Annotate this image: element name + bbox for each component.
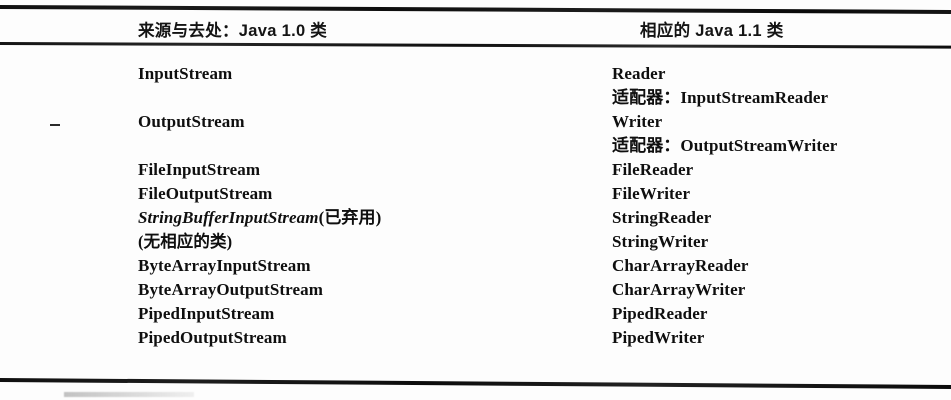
scan-artifact-dash	[50, 124, 60, 126]
java11-cell: Writer	[612, 112, 663, 131]
table-header-row: 来源与去处：Java 1.0 类 相应的 Java 1.1 类	[0, 14, 951, 42]
java10-cell: ByteArrayOutputStream	[138, 280, 323, 299]
java10-cell: OutputStream	[138, 112, 245, 131]
java10-cell	[138, 86, 568, 110]
column-header-java10: 来源与去处：Java 1.0 类	[138, 22, 328, 40]
java11-cell: PipedReader	[612, 304, 708, 323]
java11-cell: PipedWriter	[612, 328, 705, 347]
java10-cell: FileInputStream	[138, 160, 261, 179]
table-column-java10: InputStream OutputStream FileInputStream…	[138, 62, 568, 350]
java11-cell: Reader	[612, 64, 666, 83]
java10-cell: InputStream	[138, 64, 233, 83]
java10-cell: ByteArrayInputStream	[138, 256, 311, 275]
scan-artifact-speckle	[64, 392, 194, 397]
java11-cell: 适配器：InputStreamReader	[612, 88, 829, 107]
java10-cell: StringBufferInputStream(已弃用)	[138, 208, 382, 227]
table-top-rule	[0, 5, 951, 14]
java10-cell: PipedOutputStream	[138, 328, 287, 347]
java11-cell: FileReader	[612, 160, 694, 179]
java11-cell: StringWriter	[612, 232, 709, 251]
java11-cell: FileWriter	[612, 184, 691, 203]
column-header-java11: 相应的 Java 1.1 类	[640, 22, 784, 40]
java11-cell: StringReader	[612, 208, 712, 227]
java10-cell: PipedInputStream	[138, 304, 275, 323]
java11-cell: CharArrayReader	[612, 256, 749, 275]
java10-cell	[138, 134, 568, 158]
java11-cell: 适配器：OutputStreamWriter	[612, 136, 838, 155]
table-header-rule	[0, 42, 951, 49]
java10-cell: FileOutputStream	[138, 184, 273, 203]
table-bottom-rule	[0, 378, 951, 389]
java11-cell: CharArrayWriter	[612, 280, 746, 299]
java10-cell: (无相应的类)	[138, 232, 233, 251]
